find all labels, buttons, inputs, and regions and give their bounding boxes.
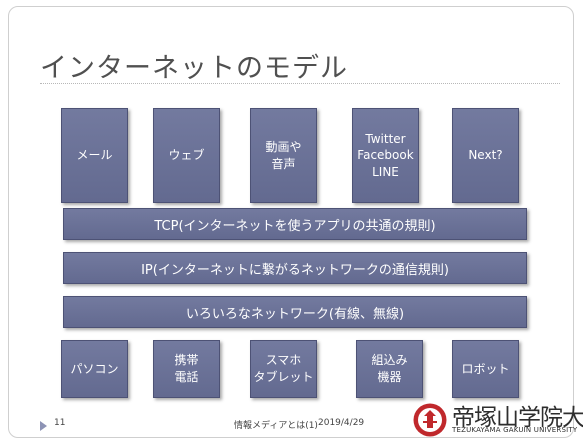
layer-ip: IP(インターネットに繋がるネットワークの通信規則) xyxy=(63,252,527,284)
university-name-en: TEZUKAYAMA GAKUIN UNIVERSITY xyxy=(452,426,578,434)
slide-title: インターネットのモデル xyxy=(40,53,348,84)
app-box-social: Twitter Facebook LINE xyxy=(352,108,419,203)
layer-tcp: TCP(インターネットを使うアプリの共通の規則) xyxy=(63,208,527,240)
device-box-robot: ロボット xyxy=(452,340,519,398)
slide-date: 2019/4/29 xyxy=(318,418,365,428)
device-box-mobile-phone: 携帯 電話 xyxy=(153,340,220,398)
footer-arrow-icon xyxy=(40,421,47,431)
app-box-web: ウェブ xyxy=(153,108,220,203)
app-box-video-audio: 動画や 音声 xyxy=(250,108,317,203)
layer-network: いろいろなネットワーク(有線、無線) xyxy=(63,296,527,328)
page-number: 11 xyxy=(54,418,66,428)
title-divider xyxy=(40,83,560,84)
device-box-pc: パソコン xyxy=(61,340,128,398)
device-box-smartphone-tablet: スマホ タブレット xyxy=(250,340,317,398)
university-name: 帝塚山学院大学 xyxy=(452,405,583,431)
course-title: 情報メディアとは(1) xyxy=(234,421,318,431)
device-box-embedded: 組込み 機器 xyxy=(356,340,423,398)
app-box-next: Next? xyxy=(452,108,519,203)
app-box-mail: メール xyxy=(61,108,128,203)
university-emblem-icon xyxy=(413,403,447,437)
